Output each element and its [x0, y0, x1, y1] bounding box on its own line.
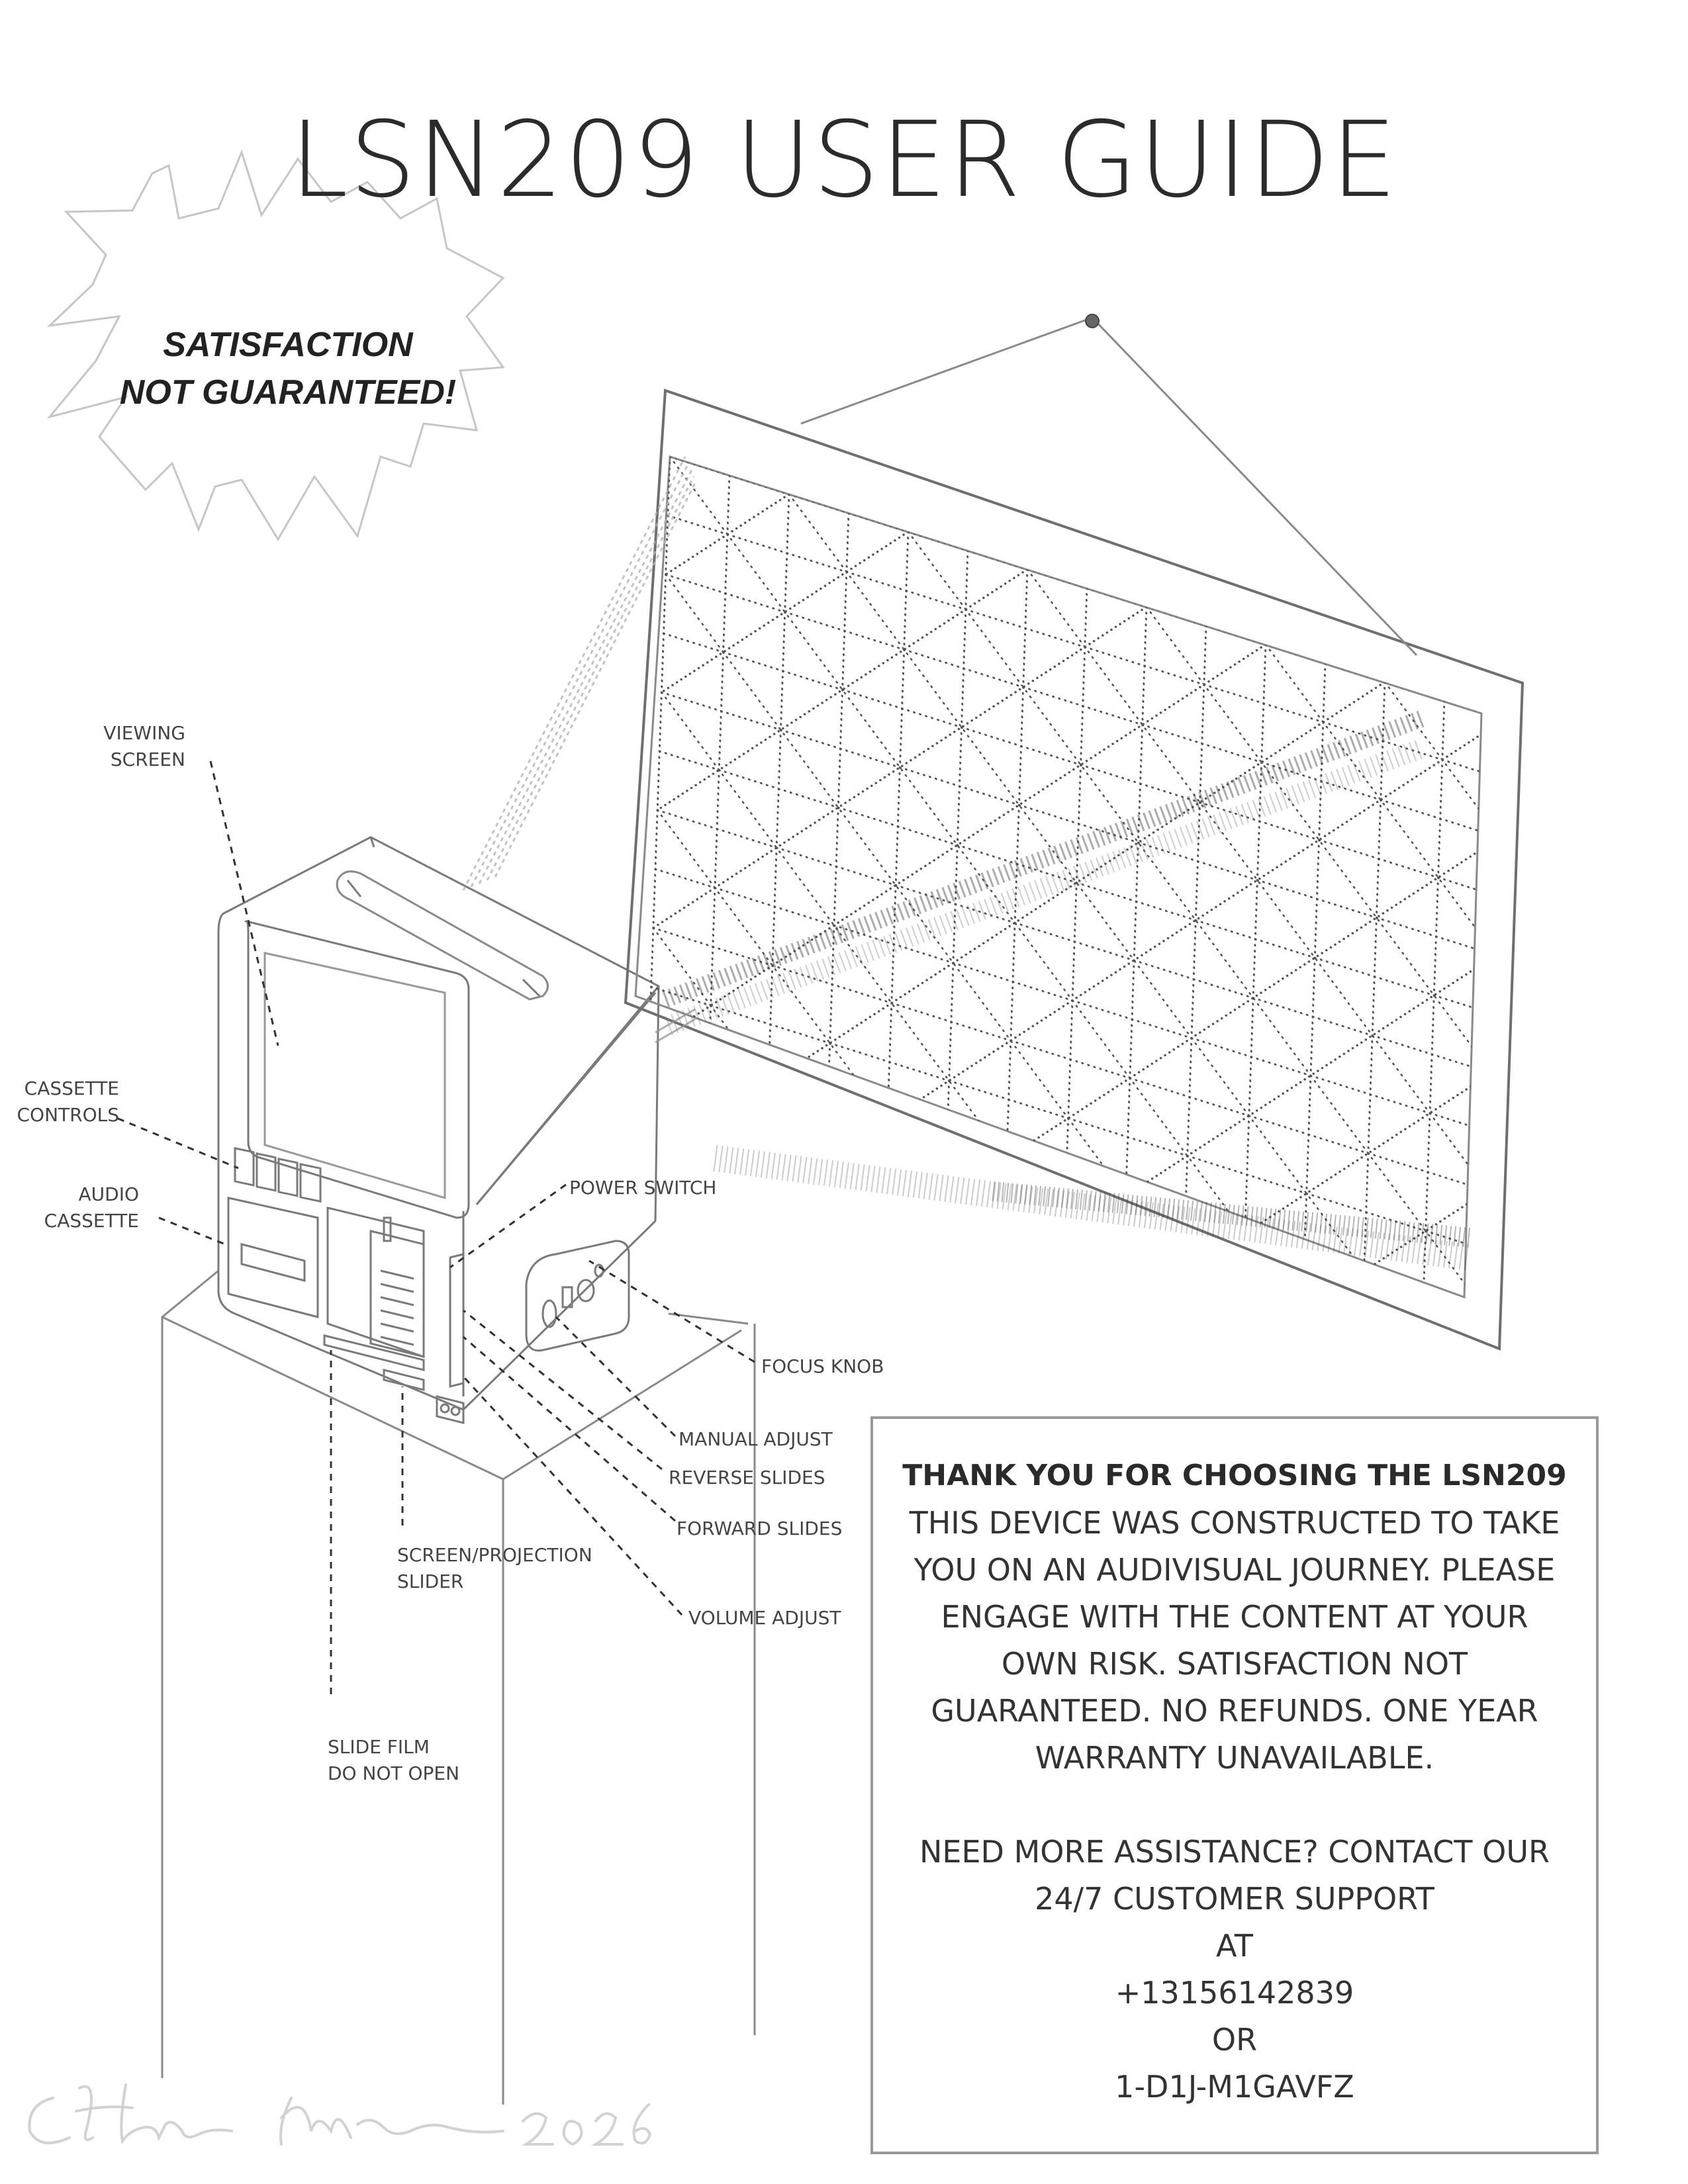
label-viewing-screen: VIEWING SCREEN — [103, 722, 185, 770]
handwritten-signature-icon — [28, 2083, 652, 2146]
burst-line-1: SATISFACTION — [163, 326, 413, 364]
satisfaction-burst-text: SATISFACTION NOT GUARANTEED! — [99, 321, 477, 416]
info-body-line: OWN RISK. SATISFACTION NOT — [1001, 1646, 1468, 1682]
info-body-line: THIS DEVICE WAS CONSTRUCTED TO TAKE — [909, 1505, 1560, 1541]
contact-line: NEED MORE ASSISTANCE? CONTACT OUR — [919, 1834, 1550, 1870]
info-body-line: WARRANTY UNAVAILABLE. — [1035, 1740, 1434, 1776]
label-focus-knob: FOCUS KNOB — [761, 1355, 884, 1377]
label-audio-cassette: AUDIO CASSETTE — [44, 1183, 139, 1232]
screen-pattern — [648, 457, 1481, 1297]
starburst-shape — [46, 149, 505, 541]
burst-line-2: NOT GUARANTEED! — [119, 373, 457, 412]
contact-line: AT — [1216, 1928, 1253, 1964]
page-title: LSN209 USER GUIDE — [289, 99, 1399, 221]
pedestal — [161, 1269, 756, 2105]
info-heading: THANK YOU FOR CHOOSING THE LSN209 — [902, 1459, 1567, 1492]
support-phone-number: +13156142839 — [1115, 1975, 1354, 2011]
label-manual-adjust: MANUAL ADJUST — [679, 1428, 833, 1450]
contact-line: OR — [1211, 2022, 1258, 2058]
label-cassette-controls: CASSETTE CONTROLS — [17, 1077, 119, 1126]
hanger-nail — [1085, 314, 1100, 328]
label-power-switch: POWER SWITCH — [569, 1177, 717, 1199]
label-forward-slides: FORWARD SLIDES — [677, 1518, 843, 1539]
info-body-line: YOU ON AN AUDIVISUAL JOURNEY. PLEASE — [914, 1552, 1556, 1588]
label-reverse-slides: REVERSE SLIDES — [669, 1467, 825, 1488]
support-vanity-number: 1-D1J-M1GAVFZ — [1115, 2069, 1354, 2105]
label-slide-film: SLIDE FILM DO NOT OPEN — [328, 1736, 460, 1784]
label-screen-projection-slider: SCREEN/PROJECTION SLIDER — [397, 1544, 592, 1592]
label-volume-adjust: VOLUME ADJUST — [688, 1607, 841, 1629]
projection-screen — [624, 314, 1524, 1351]
info-box: THANK YOU FOR CHOOSING THE LSN209 THIS D… — [870, 1416, 1599, 2154]
projector-device — [217, 836, 660, 1424]
info-body-line: GUARANTEED. NO REFUNDS. ONE YEAR — [931, 1693, 1538, 1729]
projection-beams — [462, 456, 1472, 1271]
leader-lines — [117, 760, 755, 1694]
contact-line: 24/7 CUSTOMER SUPPORT — [1035, 1881, 1434, 1917]
info-body-line: ENGAGE WITH THE CONTENT AT YOUR — [941, 1599, 1528, 1635]
